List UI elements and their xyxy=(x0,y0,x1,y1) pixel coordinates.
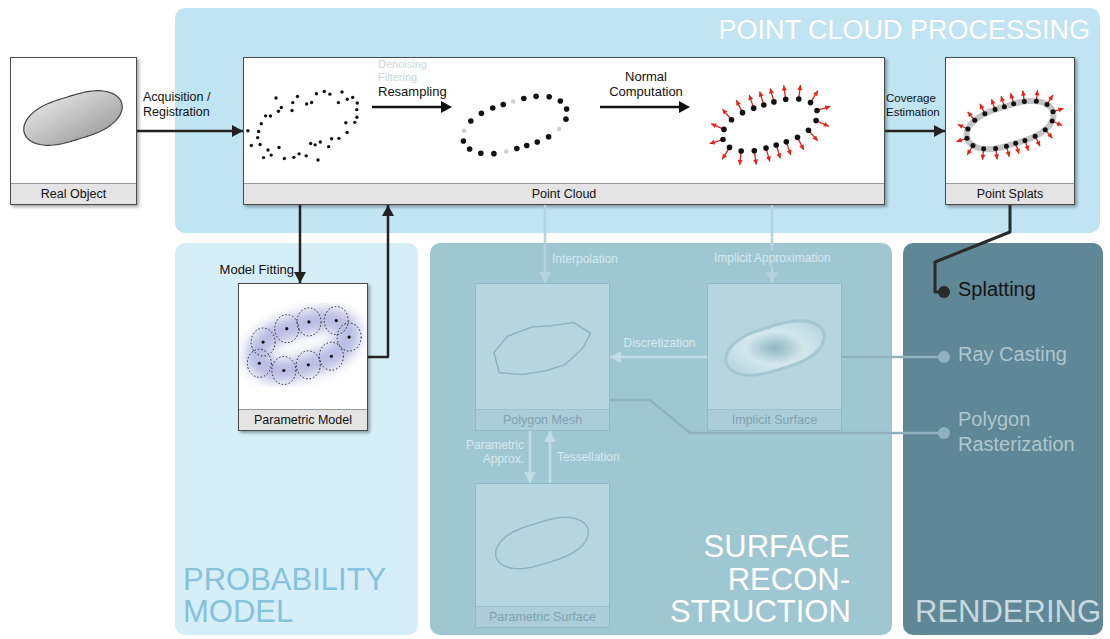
edge-label-wrap: Tessellation xyxy=(557,450,637,464)
object-shape xyxy=(24,91,122,146)
connector xyxy=(935,205,1010,298)
step-label: Denoising Filtering xyxy=(378,58,468,83)
arrow-head xyxy=(294,272,306,283)
label-wrap: Normal Computation xyxy=(600,70,692,100)
box-caption-bar: Implicit Surface xyxy=(708,409,841,430)
connector xyxy=(610,400,950,439)
stage-box: Point Cloud xyxy=(243,57,885,205)
raw-points xyxy=(246,90,359,162)
connector xyxy=(842,351,950,363)
end-dot xyxy=(938,351,950,363)
mesh-outline xyxy=(494,323,591,375)
resampling-arrow xyxy=(372,101,452,113)
arrow-head xyxy=(610,351,621,363)
edge-label-wrap: Acquisition / Registration xyxy=(143,90,241,120)
box-caption-bar: Real Object xyxy=(11,183,136,204)
edge-label: Coverage Estimation xyxy=(886,92,944,120)
box-caption: Implicit Surface xyxy=(732,410,817,430)
edge-label-wrap: Interpolation xyxy=(552,252,652,266)
edge-label-wrap: Discretization xyxy=(612,336,707,350)
resampled-points xyxy=(461,94,570,157)
point-splats xyxy=(957,90,1064,160)
box-caption: Point Splats xyxy=(977,184,1044,204)
render-method: Polygon Rasterization xyxy=(944,407,1084,459)
box-caption: Parametric Surface xyxy=(489,607,596,627)
connector xyxy=(368,205,394,357)
box-caption-bar: Point Splats xyxy=(946,183,1074,204)
edge-label-wrap: Parametric Approx. xyxy=(434,438,524,467)
region-title: SURFACE RECON- STRUCTION xyxy=(670,531,850,629)
connector xyxy=(294,205,306,283)
edge-label: Interpolation xyxy=(552,252,652,266)
box-caption: Polygon Mesh xyxy=(503,410,582,430)
connector xyxy=(544,431,556,483)
box-caption-bar: Polygon Mesh xyxy=(476,409,609,430)
arrow-head xyxy=(382,205,394,216)
render-label: Splatting xyxy=(958,277,1040,302)
region-title-wrap: RENDERING xyxy=(915,596,1101,629)
gaussian-mixture xyxy=(247,307,361,385)
step-label: Normal Computation xyxy=(600,70,692,100)
edge-label-wrap: Coverage Estimation xyxy=(886,92,944,120)
region-title-wrap: POINT CLOUD PROCESSING xyxy=(718,16,1090,44)
normal-arrow xyxy=(600,101,690,113)
edge-label: Tessellation xyxy=(557,450,637,464)
arrow-head xyxy=(524,472,536,483)
region-title: POINT CLOUD PROCESSING xyxy=(718,16,1090,44)
arrow-head xyxy=(539,272,551,283)
box-caption-bar: Point Cloud xyxy=(244,183,884,204)
connector xyxy=(610,351,707,363)
box-caption: Real Object xyxy=(41,184,106,204)
arrow-head xyxy=(544,431,556,442)
render-label: Polygon Rasterization xyxy=(958,407,1084,457)
box-caption: Parametric Model xyxy=(254,410,352,430)
label-wrap: Denoising Filtering xyxy=(378,58,468,83)
region-title: PROBABILITY MODEL xyxy=(183,564,408,629)
arrow-head xyxy=(766,272,778,283)
region-band: PROBABILITY MODEL Parametric Model xyxy=(175,243,418,635)
edge-label: Parametric Approx. xyxy=(434,438,524,467)
region-title-wrap: SURFACE RECON- STRUCTION xyxy=(670,531,850,629)
edge-label: Acquisition / Registration xyxy=(143,90,241,120)
connector xyxy=(539,205,551,283)
edge-label: Discretization xyxy=(612,336,707,350)
end-dot xyxy=(938,427,950,439)
render-method: Ray Casting xyxy=(944,342,1071,372)
end-dot xyxy=(938,286,950,298)
step-label: Resampling xyxy=(378,85,468,100)
edge-label-wrap: Implicit Approximation xyxy=(711,251,834,265)
edge-label-wrap: Model Fitting xyxy=(198,262,294,278)
box-caption-bar: Parametric Surface xyxy=(476,606,609,627)
connector xyxy=(885,125,945,137)
region-band: RENDERING SplattingRay CastingPolygon Ras… xyxy=(903,243,1103,635)
region-title: RENDERING xyxy=(915,596,1101,629)
point-normals xyxy=(710,85,831,165)
connector xyxy=(524,431,536,483)
edge-label: Implicit Approximation xyxy=(711,251,834,265)
region-band: POINT CLOUD PROCESSING Point Cloud Point S… xyxy=(175,8,1100,233)
box-caption-bar: Parametric Model xyxy=(239,409,367,430)
surface-outline xyxy=(496,517,589,568)
region-title-wrap: PROBABILITY MODEL xyxy=(183,564,408,629)
implicit-shape xyxy=(726,321,824,376)
box-caption: Point Cloud xyxy=(532,184,597,204)
render-label: Ray Casting xyxy=(958,342,1071,367)
connector xyxy=(766,205,778,283)
label-wrap: Resampling xyxy=(378,85,468,100)
arrow-head xyxy=(934,125,945,137)
connector xyxy=(137,125,243,137)
render-method: Splatting xyxy=(944,277,1040,307)
arrow-head xyxy=(232,125,243,137)
edge-label: Model Fitting xyxy=(198,262,294,278)
